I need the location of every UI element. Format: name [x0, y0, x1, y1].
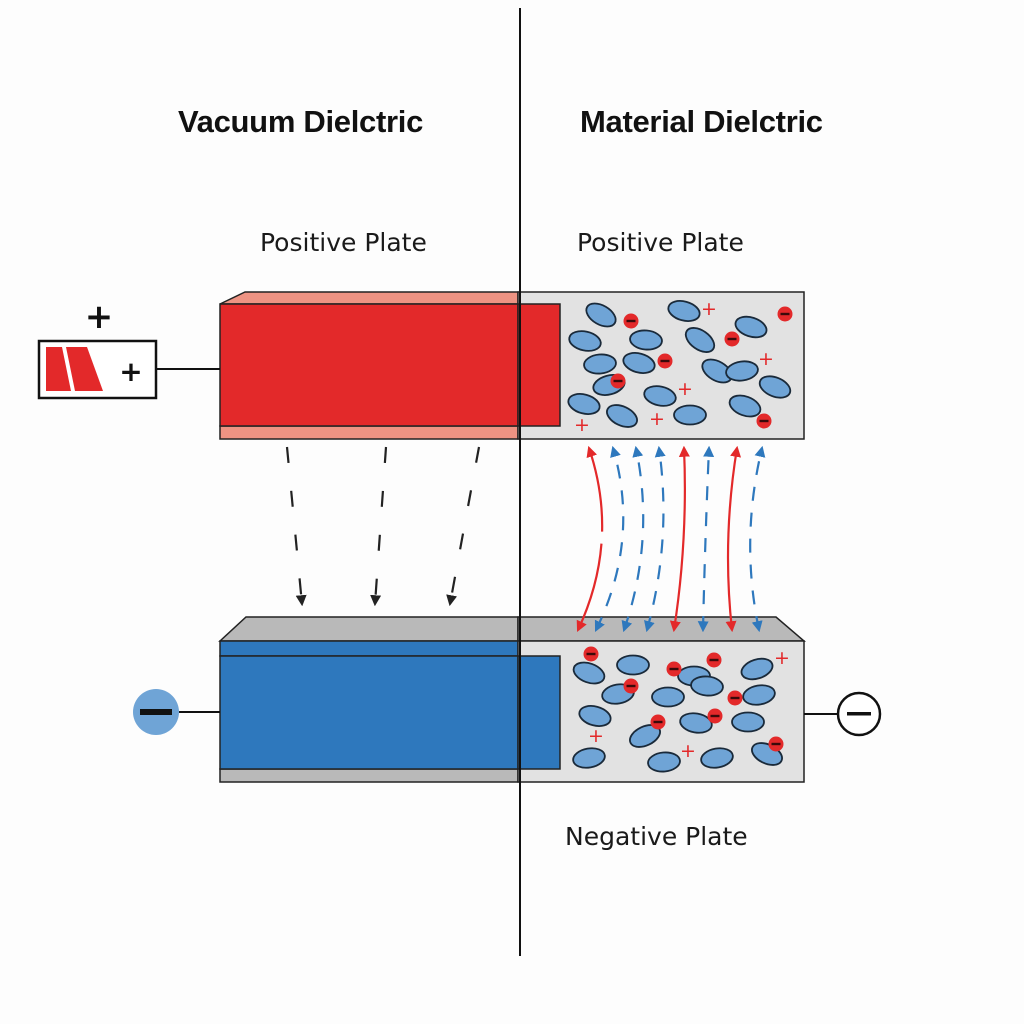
dipole-molecule — [731, 711, 765, 733]
material-field-lines — [576, 445, 766, 633]
dipole-molecule — [647, 751, 681, 773]
negative-plate-top-strip — [219, 640, 519, 657]
battery-plus-top: + — [85, 297, 114, 337]
minus-icon — [140, 709, 172, 715]
vacuum-field-line-2 — [370, 446, 388, 607]
dipole-molecule — [742, 684, 776, 706]
negative-plate-body — [219, 655, 561, 770]
vacuum-field-line-3 — [446, 446, 481, 607]
positive-charge-icon: + — [758, 348, 774, 370]
negative-plate-insert — [517, 655, 561, 770]
blue-field-line-2 — [621, 445, 645, 633]
blue-field-line-4 — [697, 445, 715, 633]
minus-icon — [660, 359, 670, 363]
negative-plate-bottom-strip — [219, 768, 519, 783]
positive-charge-icon: + — [680, 740, 696, 762]
dipole-molecule — [684, 327, 716, 353]
positive-plate-top-face — [219, 291, 519, 305]
dielectric-bottom-top-face — [517, 616, 807, 642]
minus-icon — [586, 652, 596, 656]
right-positive-plate-label: Positive Plate — [577, 228, 744, 257]
vacuum-dielectric-title: Vacuum Dielctric — [178, 104, 424, 139]
dipole-molecule — [585, 302, 617, 328]
battery-plus-inner: + — [119, 355, 142, 388]
dipole-molecule — [567, 393, 601, 415]
dipole-molecule — [740, 657, 774, 681]
negative-plate-top-face — [218, 616, 519, 642]
positive-charge-icon: + — [649, 408, 665, 430]
material-dielectric-title: Material Dielctric — [580, 104, 823, 139]
positive-charge-icon: + — [677, 378, 693, 400]
positive-plate-bottom-strip — [219, 425, 519, 440]
dipole-molecule — [622, 352, 656, 374]
negative-plate — [218, 616, 561, 783]
positive-charge-icon: + — [774, 647, 790, 669]
battery: + + — [37, 297, 220, 400]
battery-cell-2 — [66, 347, 103, 391]
dielectric-molecules-bottom: + + + — [572, 646, 790, 773]
positive-charge-icon: + — [574, 414, 590, 436]
positive-plate-insert — [517, 303, 561, 427]
battery-cell-1 — [46, 347, 71, 391]
dipole-molecule — [643, 385, 677, 407]
minus-icon — [847, 712, 871, 716]
blue-field-line-3 — [644, 445, 666, 633]
red-field-line-2 — [669, 445, 690, 633]
dipole-molecule — [679, 712, 713, 734]
dipole-molecule — [667, 300, 701, 322]
dipole-molecule — [578, 705, 612, 727]
minus-icon — [709, 658, 719, 662]
minus-icon — [759, 419, 769, 423]
minus-icon — [730, 696, 740, 700]
dipole-molecule — [572, 661, 606, 685]
minus-icon — [710, 714, 720, 718]
dipole-molecule — [629, 329, 663, 351]
minus-icon — [626, 684, 636, 688]
dipole-molecule — [690, 675, 724, 697]
positive-charge-icon: + — [588, 725, 604, 747]
positive-plate-body — [219, 303, 561, 427]
negative-terminal-left — [133, 689, 220, 735]
dipole-molecule — [728, 394, 762, 418]
left-positive-plate-label: Positive Plate — [260, 228, 427, 257]
dipole-molecule — [572, 747, 606, 769]
minus-icon — [626, 319, 636, 323]
dipole-molecule — [673, 404, 707, 426]
blue-field-line-1 — [594, 445, 625, 632]
negative-plate-label: Negative Plate — [565, 822, 748, 851]
negative-terminal-right — [804, 691, 882, 737]
blue-field-line-5 — [749, 445, 766, 633]
dipole-molecule — [616, 654, 650, 676]
dipole-molecule — [606, 404, 638, 428]
dipole-molecule — [734, 315, 768, 339]
dipole-molecule — [700, 747, 734, 769]
dielectric-molecules-top: + + + + + — [567, 298, 793, 436]
dipole-molecule — [568, 330, 602, 352]
red-field-line-3 — [725, 445, 742, 633]
positive-charge-icon: + — [701, 298, 717, 320]
minus-icon — [780, 312, 790, 316]
dipole-molecule — [583, 353, 617, 375]
dipole-molecule — [725, 360, 759, 382]
vacuum-field-line-1 — [285, 446, 307, 607]
dipole-molecule — [651, 686, 685, 708]
minus-icon — [653, 720, 663, 724]
minus-icon — [613, 379, 623, 383]
minus-icon — [669, 667, 679, 671]
minus-icon — [727, 337, 737, 341]
vacuum-field-lines — [285, 446, 481, 607]
positive-plate — [219, 291, 561, 440]
minus-icon — [771, 742, 781, 746]
red-field-line-1 — [576, 445, 604, 632]
dipole-molecule — [758, 375, 792, 399]
